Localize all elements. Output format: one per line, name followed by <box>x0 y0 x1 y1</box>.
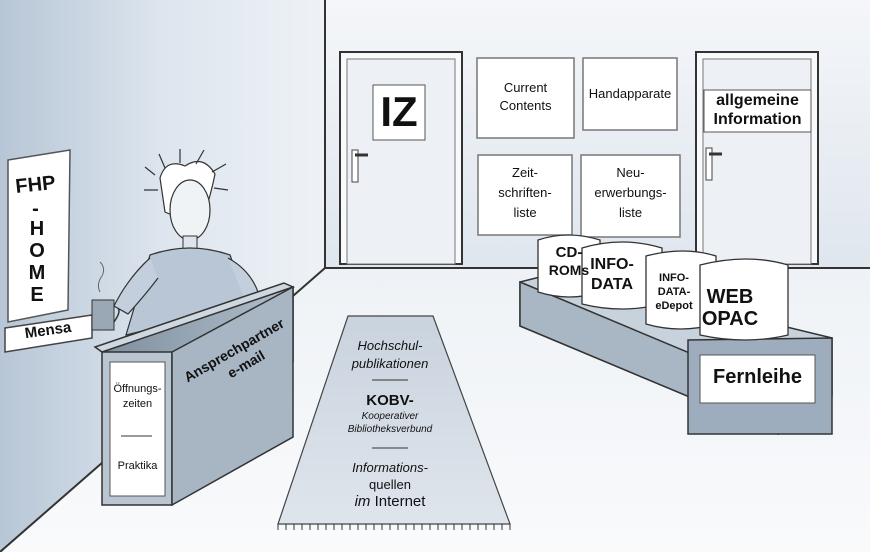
home-o: O <box>8 240 66 263</box>
fernleihe-sign[interactable]: Fernleihe <box>700 366 815 389</box>
erwerbungs-line: erwerbungs- <box>581 185 680 200</box>
internet-word: Internet <box>375 493 426 510</box>
iz-sign[interactable]: IZ <box>373 86 425 138</box>
zeit-line: Zeit- <box>478 165 572 180</box>
current-contents-note[interactable]: Current Contents <box>477 58 574 138</box>
liste-line: liste <box>478 205 572 220</box>
information-line: Information <box>704 111 811 129</box>
opac-line: OPAC <box>700 308 760 331</box>
quellen-line: quellen <box>325 477 455 492</box>
edepot-line2: DATA- <box>646 286 702 298</box>
web-opac-box[interactable]: WEB OPAC <box>700 266 788 334</box>
infodata-line2: DATA <box>582 276 642 294</box>
home-h: H <box>8 218 66 241</box>
ansprechpartner-email-desk[interactable]: Ansprechpartner e-mail <box>172 300 292 410</box>
kobv-sub1: Kooperativer <box>330 411 450 422</box>
current-line: Current <box>477 80 574 95</box>
edepot-line3: eDepot <box>646 300 702 312</box>
im-word: im <box>355 493 371 510</box>
internet-quellen-link[interactable]: Informations- quellen im Internet <box>325 460 455 516</box>
oeffnungszeiten-panel[interactable]: Öffnungs- zeiten <box>110 362 165 432</box>
im-internet-line: im Internet <box>325 493 455 510</box>
neu-liste-line: liste <box>581 205 680 220</box>
edepot-line1: INFO- <box>646 272 702 284</box>
web-line: WEB <box>700 286 760 309</box>
infodata-line1: INFO- <box>582 256 642 274</box>
kobv-link[interactable]: KOBV- Kooperativer Bibliotheksverbund <box>330 392 450 442</box>
home-e: E <box>8 284 66 307</box>
info-door-shape <box>696 52 818 264</box>
handapparate-note[interactable]: Handapparate <box>583 58 677 130</box>
home-m: M <box>8 262 66 285</box>
handapparate-label: Handapparate <box>583 86 677 101</box>
publikationen-line: publikationen <box>340 356 440 371</box>
iz-door-shape <box>340 52 462 264</box>
neu-line: Neu- <box>581 165 680 180</box>
zeiten-line: zeiten <box>110 398 165 410</box>
infodata-edepot-box[interactable]: INFO- DATA- eDepot <box>646 256 702 324</box>
praktika-link[interactable]: Praktika <box>110 460 165 472</box>
schriften-line: schriften- <box>478 185 572 200</box>
hochschul-line: Hochschul- <box>340 338 440 353</box>
neuerwerbungsliste-note[interactable]: Neu- erwerbungs- liste <box>581 155 680 237</box>
kobv-sub2: Bibliotheksverbund <box>330 424 450 435</box>
zeitschriftenliste-note[interactable]: Zeit- schriften- liste <box>478 155 572 235</box>
allgemeine-line: allgemeine <box>704 92 811 110</box>
contents-line: Contents <box>477 98 574 113</box>
fhp-home-poster[interactable]: FHP - H O M E <box>8 152 70 318</box>
oeffnungs-line: Öffnungs- <box>110 383 165 395</box>
infodata-box[interactable]: INFO- DATA <box>582 248 652 304</box>
hochschulpublikationen-link[interactable]: Hochschul- publikationen <box>340 338 440 376</box>
informations-line: Informations- <box>325 460 455 475</box>
kobv-label: KOBV- <box>330 392 450 409</box>
allgemeine-information-sign[interactable]: allgemeine Information <box>704 90 811 132</box>
fhp-label: FHP <box>7 171 64 200</box>
